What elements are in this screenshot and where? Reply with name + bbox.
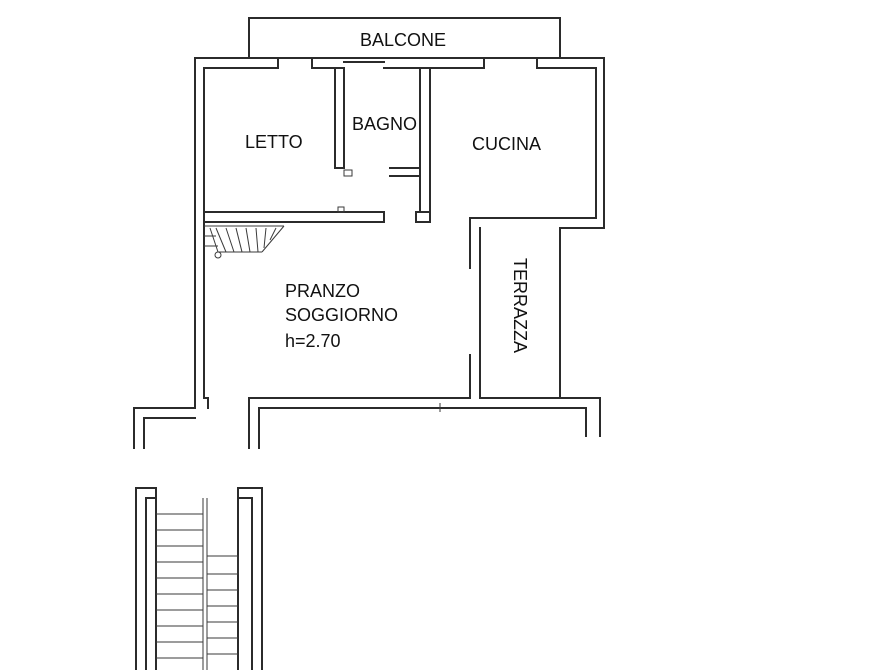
label-terrazza: TERRAZZA xyxy=(510,258,530,353)
label-cucina: CUCINA xyxy=(472,134,541,154)
label-balcone: BALCONE xyxy=(360,30,446,50)
outer-walls xyxy=(133,57,605,449)
external-staircase xyxy=(135,487,263,670)
label-letto: LETTO xyxy=(245,132,303,152)
label-height: h=2.70 xyxy=(285,331,341,351)
label-soggiorno: SOGGIORNO xyxy=(285,305,398,325)
room-labels: BALCONE LETTO BAGNO CUCINA PRANZO SOGGIO… xyxy=(245,30,541,353)
interior-walls xyxy=(203,67,431,223)
internal-staircase xyxy=(204,225,285,259)
label-bagno: BAGNO xyxy=(352,114,417,134)
label-pranzo: PRANZO xyxy=(285,281,360,301)
